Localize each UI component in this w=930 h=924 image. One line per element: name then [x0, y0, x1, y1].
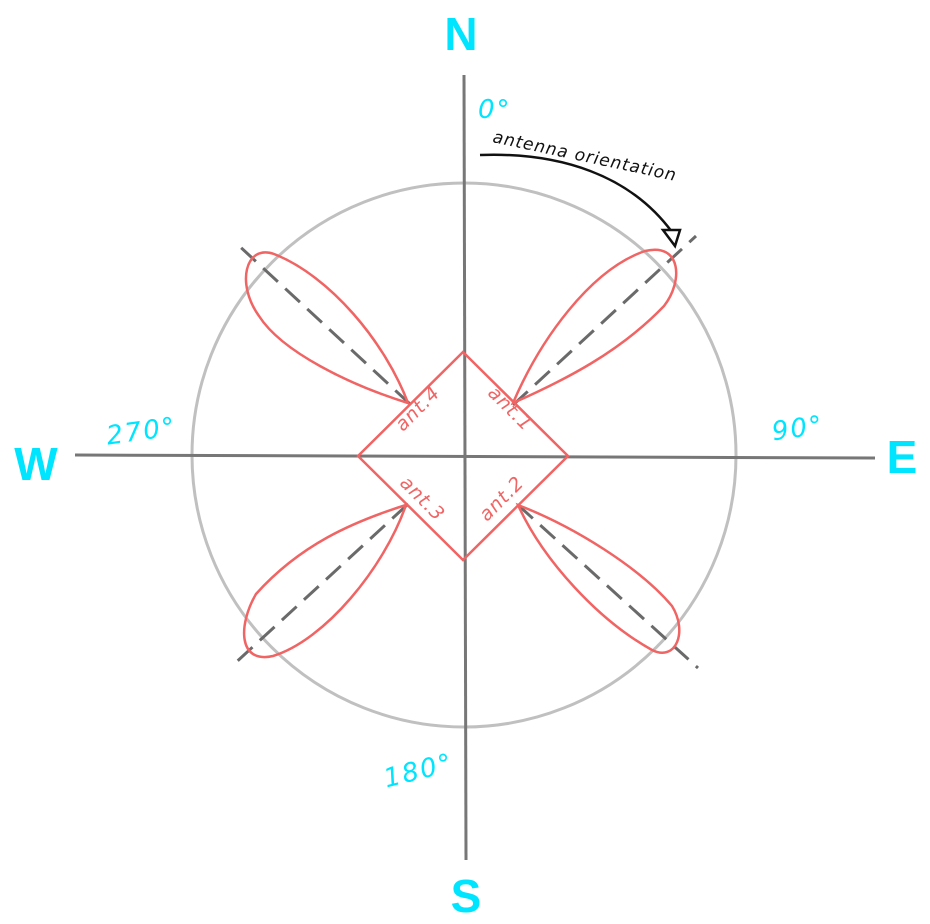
east-west-axis	[74, 453, 876, 460]
orientation-line-ant1	[511, 234, 698, 407]
cardinal-south: S	[451, 870, 482, 922]
radiation-lobe-ant1	[510, 248, 678, 406]
degree-south: 180°	[381, 748, 457, 794]
cardinal-east: E	[887, 431, 918, 483]
cardinal-north: N	[444, 8, 477, 60]
north-south-axis	[462, 74, 468, 861]
cardinal-west: W	[14, 438, 58, 490]
orientation-line-ant2	[516, 503, 700, 670]
antenna-label-ant4: ant.4	[391, 382, 445, 436]
radiation-lobe-ant4	[244, 251, 411, 405]
degree-north: 0°	[478, 95, 512, 125]
orientation-line-ant4	[234, 241, 412, 406]
antenna-array-square	[356, 350, 570, 562]
antenna-label-ant1: ant.1	[483, 382, 537, 436]
orientation-line-ant3	[230, 503, 409, 668]
degree-west: 270°	[105, 412, 179, 452]
arrow-head-icon	[660, 228, 682, 249]
orientation-arrow	[479, 153, 674, 233]
antenna-label-ant3: ant.3	[395, 472, 449, 526]
antenna-label-ant2: ant.2	[475, 472, 529, 526]
radiation-lobe-ant3	[242, 503, 409, 659]
degree-east: 90°	[770, 410, 826, 447]
radiation-lobe-ant2	[515, 502, 681, 654]
